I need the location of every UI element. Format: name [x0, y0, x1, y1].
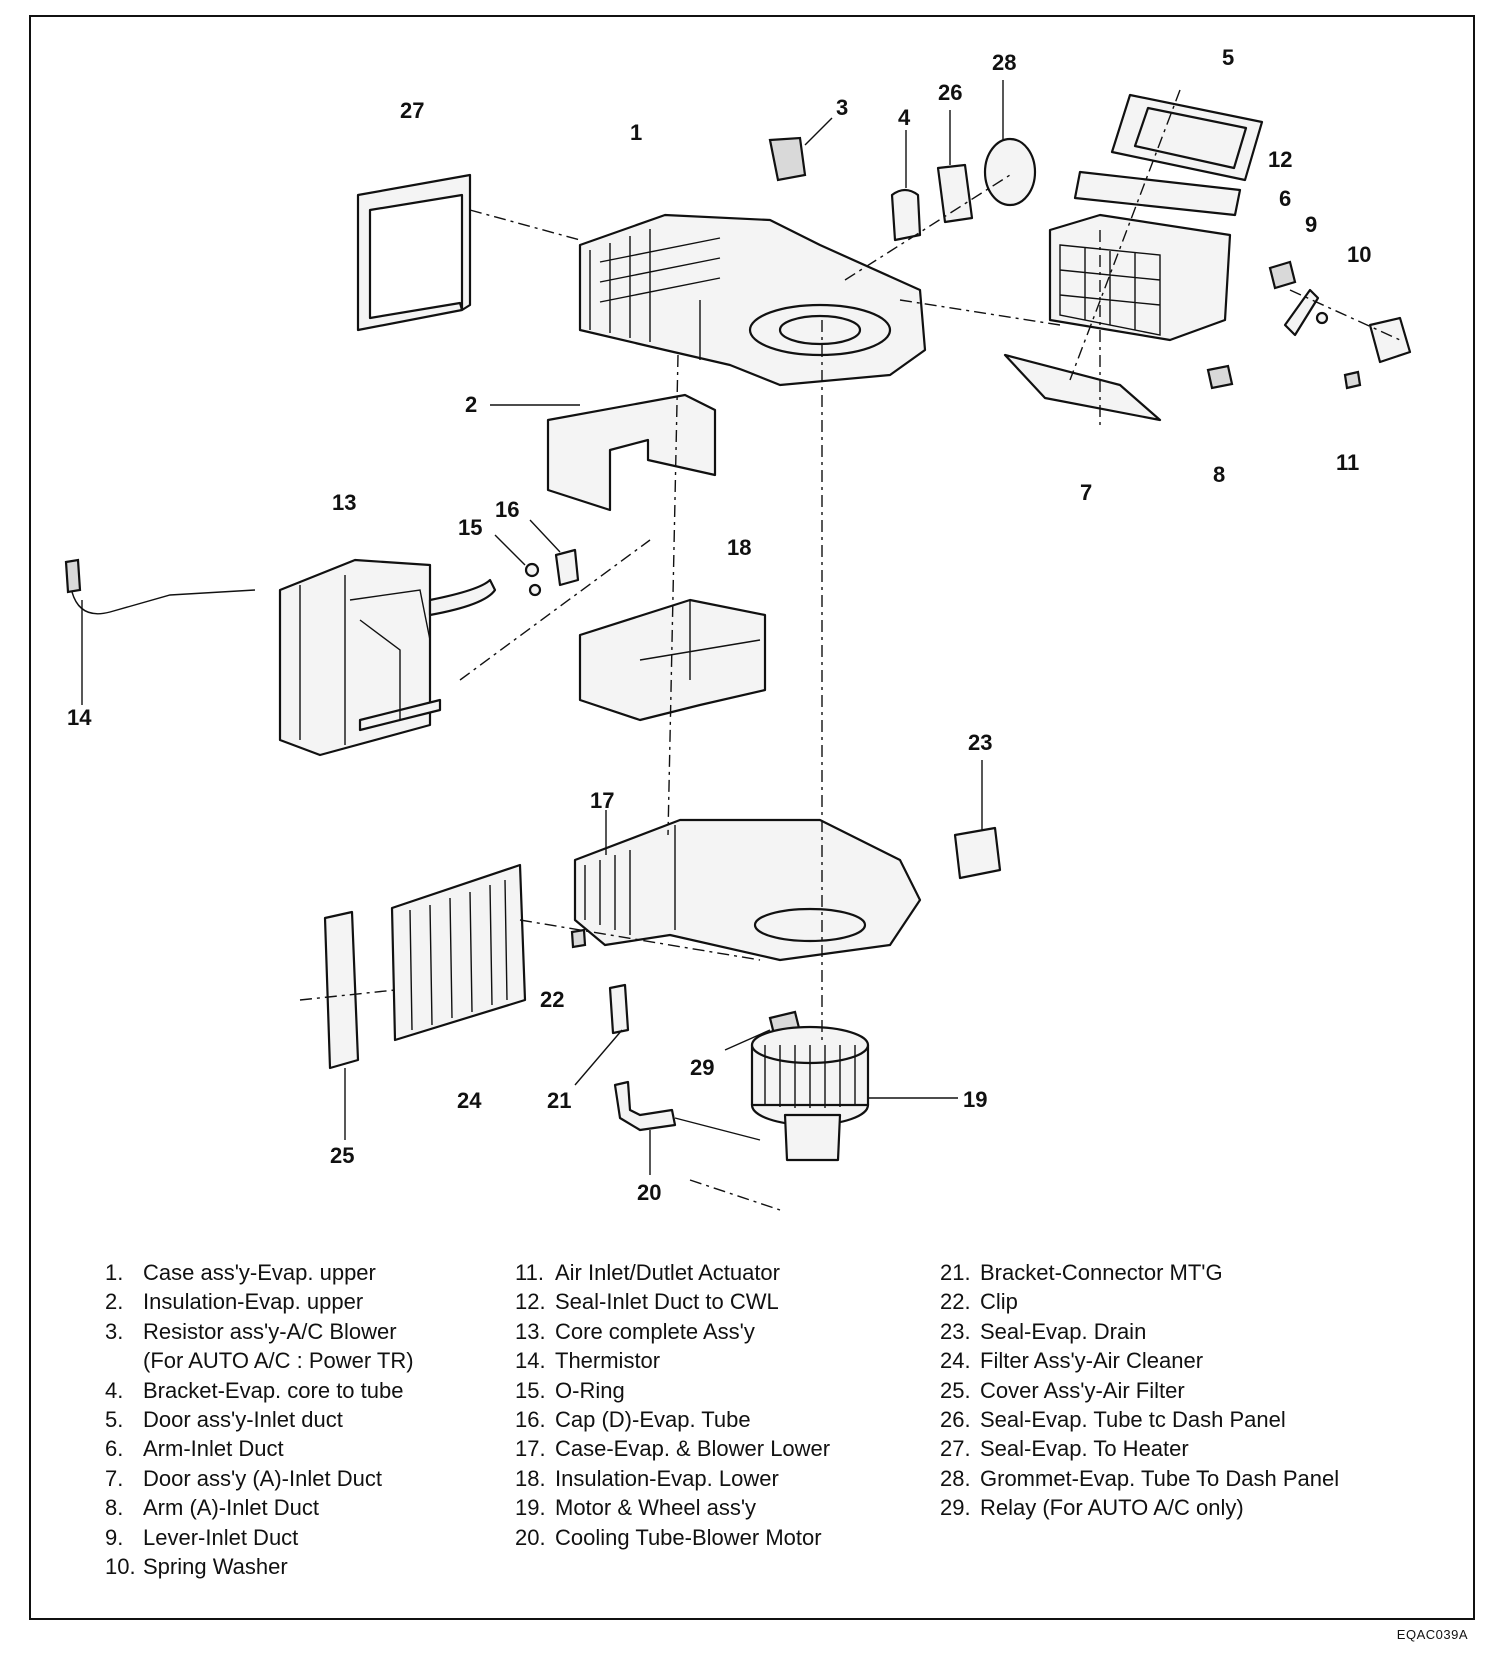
legend-column-1: 1.Case ass'y-Evap. upper 2.Insulation-Ev… — [105, 1258, 515, 1579]
callout-28: 28 — [992, 50, 1016, 75]
legend-item: 23.Seal-Evap. Drain — [940, 1318, 1147, 1344]
callout-22: 22 — [540, 987, 564, 1012]
part-7-inlet-door-a — [1003, 353, 1162, 422]
legend-item: 8.Arm (A)-Inlet Duct — [105, 1495, 320, 1521]
part-28-grommet — [983, 80, 1037, 207]
callout-8: 8 — [1213, 462, 1225, 487]
callout-10: 10 — [1347, 242, 1371, 267]
legend-item: 28.Grommet-Evap. Tube To Dash Panel — [940, 1465, 1340, 1491]
part-8-arm-a — [1206, 364, 1234, 390]
legend-item: 7.Door ass'y (A)-Inlet Duct — [105, 1465, 382, 1491]
legend-item: 3.Resistor ass'y-A/C Blower — [105, 1318, 397, 1344]
callout-29: 29 — [690, 1055, 714, 1080]
callout-13: 13 — [332, 490, 356, 515]
callout-11: 11 — [1336, 450, 1359, 475]
part-16-cap — [529, 519, 580, 587]
legend-item: 20.Cooling Tube-Blower Motor — [515, 1524, 822, 1550]
diagram-frame — [29, 15, 1475, 1620]
assembly-lines — [299, 89, 1401, 1211]
legend-item: 16.Cap (D)-Evap. Tube — [515, 1407, 751, 1433]
legend-item: 27.Seal-Evap. To Heater — [940, 1436, 1189, 1462]
part-14-thermistor — [64, 558, 256, 705]
parts-legend: 1.Case ass'y-Evap. upper 2.Insulation-Ev… — [105, 1258, 1425, 1579]
part-2-insulation-upper — [490, 393, 717, 512]
legend-item: 11.Air Inlet/Dutlet Actuator — [515, 1260, 780, 1285]
legend-item: 13.Core complete Ass'y — [515, 1318, 755, 1344]
callout-15: 15 — [458, 515, 482, 540]
part-25-filter-cover — [323, 910, 360, 1140]
part-1-upper-case — [578, 213, 927, 387]
part-22-clip — [570, 928, 587, 949]
legend-item: 9.Lever-Inlet Duct — [105, 1524, 299, 1550]
callout-27: 27 — [400, 98, 424, 123]
part-4-bracket — [890, 130, 922, 242]
callout-17: 17 — [590, 788, 614, 813]
legend-item: (For AUTO A/C : Power TR) — [143, 1348, 414, 1374]
legend-item: 5.Door ass'y-Inlet duct — [105, 1407, 343, 1433]
figure-code: EQAC039A — [1396, 1627, 1468, 1642]
inlet-duct-box — [1048, 213, 1232, 342]
part-9-lever — [1283, 288, 1320, 337]
callout-14: 14 — [67, 705, 92, 730]
legend-item: 14.Thermistor — [515, 1348, 661, 1374]
callout-2: 2 — [465, 392, 477, 417]
legend-item: 19.Motor & Wheel ass'y — [515, 1495, 757, 1521]
exploded-view-diagram: 1 2 3 4 5 6 7 8 9 10 11 12 13 14 15 16 1… — [64, 45, 1412, 1211]
legend-item: 26.Seal-Evap. Tube tc Dash Panel — [940, 1407, 1286, 1433]
legend-item: 1.Case ass'y-Evap. upper — [105, 1260, 376, 1285]
part-6-arm — [1268, 260, 1297, 290]
legend-item: 15.O-Ring — [515, 1377, 625, 1403]
callout-26: 26 — [938, 80, 962, 105]
callout-19: 19 — [963, 1087, 987, 1112]
legend-item: 22.Clip — [940, 1289, 1018, 1315]
callout-1: 1 — [630, 120, 642, 145]
callout-12: 12 — [1268, 147, 1292, 172]
part-19-blower-motor — [750, 1025, 958, 1162]
part-13-evap-core — [278, 558, 497, 757]
legend-item: 25.Cover Ass'y-Air Filter — [940, 1377, 1185, 1403]
legend-item: 6.Arm-Inlet Duct — [105, 1436, 284, 1462]
callout-16: 16 — [495, 497, 519, 522]
callout-18: 18 — [727, 535, 751, 560]
legend-item: 4.Bracket-Evap. core to tube — [105, 1377, 404, 1403]
part-24-air-filter — [390, 863, 527, 1042]
legend-item: 12.Seal-Inlet Duct to CWL — [515, 1289, 779, 1315]
legend-column-3: 21.Bracket-Connector MT'G 22.Clip 23.Sea… — [940, 1258, 1410, 1568]
part-23-seal-drain — [953, 760, 1002, 880]
callout-25: 25 — [330, 1143, 354, 1168]
part-12-seal — [1073, 170, 1242, 217]
legend-column-2: 11.Air Inlet/Dutlet Actuator 12.Seal-Inl… — [515, 1258, 940, 1568]
part-18-insulation-lower — [578, 598, 767, 722]
callout-4: 4 — [898, 105, 911, 130]
callout-labels: 1 2 3 4 5 6 7 8 9 10 11 12 13 14 15 16 1… — [67, 45, 1371, 1205]
part-20-cooling-tube — [613, 1080, 761, 1175]
legend-item: 10.Spring Washer — [105, 1554, 288, 1580]
legend-item: 24.Filter Ass'y-Air Cleaner — [940, 1348, 1204, 1374]
callout-3: 3 — [836, 95, 848, 120]
legend-item: 2.Insulation-Evap. upper — [105, 1289, 364, 1315]
part-17-lower-case — [573, 810, 922, 962]
callout-9: 9 — [1305, 212, 1317, 237]
legend-item: 17.Case-Evap. & Blower Lower — [515, 1436, 831, 1462]
callout-23: 23 — [968, 730, 992, 755]
callout-24: 24 — [457, 1088, 482, 1113]
part-10-spring-washer — [1315, 311, 1329, 325]
legend-item: 21.Bracket-Connector MT'G — [940, 1260, 1223, 1285]
callout-21: 21 — [547, 1088, 571, 1113]
legend-item: 18.Insulation-Evap. Lower — [515, 1465, 779, 1491]
part-11-actuator — [1343, 316, 1412, 390]
callout-7: 7 — [1080, 480, 1092, 505]
part-27-seal-frame — [356, 173, 472, 332]
part-5-inlet-door — [1110, 93, 1264, 182]
callout-6: 6 — [1279, 186, 1291, 211]
part-21-bracket — [574, 983, 630, 1086]
part-26-seal — [936, 110, 974, 224]
legend-item: 29.Relay (For AUTO A/C only) — [940, 1495, 1244, 1521]
callout-20: 20 — [637, 1180, 661, 1205]
part-3-resistor — [768, 117, 833, 182]
part-15-o-ring — [494, 534, 542, 597]
callout-5: 5 — [1222, 45, 1234, 70]
